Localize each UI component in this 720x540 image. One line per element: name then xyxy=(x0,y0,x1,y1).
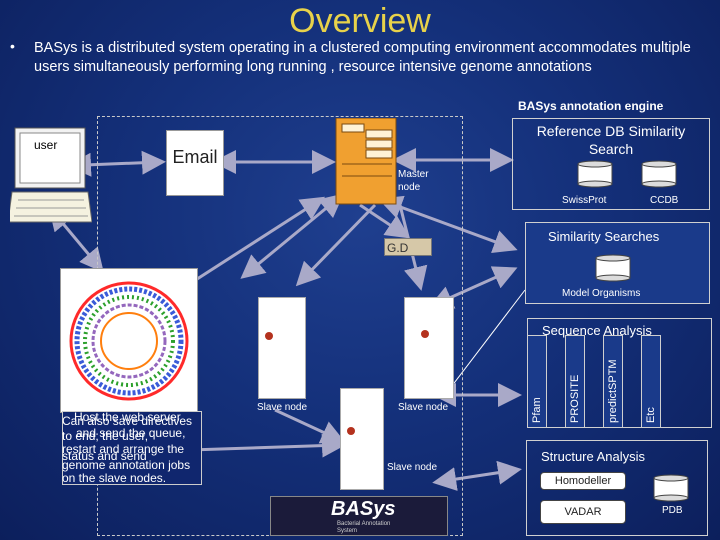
laptop-icon xyxy=(7,127,93,223)
structure-title: Structure Analysis xyxy=(541,449,646,464)
swissprot-db-icon xyxy=(577,160,613,188)
basys-logo: BASys Bacterial Annotation System xyxy=(270,496,448,536)
etc-label: Etc xyxy=(645,407,657,423)
logo-text: BASys xyxy=(331,498,396,520)
reference-title: Reference DB Similarity Search xyxy=(536,123,686,157)
user-computer xyxy=(7,126,93,223)
popup-note xyxy=(62,411,202,485)
etc-column: Etc xyxy=(641,335,661,428)
reference-db-panel xyxy=(512,118,710,210)
prosite-label: PROSITE xyxy=(569,374,581,423)
predictsptm-column: predictSPTM xyxy=(603,335,623,428)
slave-node-c-label: Slave node xyxy=(387,462,438,473)
ccdb-db-icon xyxy=(641,160,677,188)
popup-line-7: genome annotation jobs xyxy=(62,458,191,472)
pfam-column: Pfam xyxy=(527,335,547,428)
master-label: Master node xyxy=(398,169,429,193)
popup-line-8: on the slave nodes. xyxy=(62,471,167,485)
server-icon xyxy=(335,117,397,205)
slave-node-b-card xyxy=(404,297,454,399)
bullet-text: BASys is a distributed system operating … xyxy=(34,40,691,75)
node-indicator-icon xyxy=(265,332,273,340)
popup-line-1: Host the web server xyxy=(74,410,181,424)
vadar-box: VADAR xyxy=(540,500,626,524)
popup-line-2: Can also save directives xyxy=(62,414,193,428)
popup-line-6: status and send xyxy=(62,449,147,463)
pdb-label: PDB xyxy=(662,505,683,516)
swissprot-label: SwissProt xyxy=(562,195,607,206)
pdb-db-icon xyxy=(653,474,689,502)
slave-node-c-card xyxy=(340,388,384,490)
master-server xyxy=(332,117,408,206)
popup-line-3: and send the queue, xyxy=(76,426,186,440)
gd-label: G.D xyxy=(384,238,432,256)
predictsptm-label: predictSPTM xyxy=(607,359,619,423)
bullet-marker: • xyxy=(10,38,15,54)
circular-genome-icon xyxy=(69,281,189,401)
page-title: Overview xyxy=(289,2,431,40)
popup-line-5: restart and arrange the xyxy=(62,442,185,456)
model-organisms-label: Model Organisms xyxy=(562,288,641,299)
engine-title: BASys annotation engine xyxy=(518,99,664,113)
user-label: user xyxy=(34,138,58,152)
logo-subtitle: Bacterial Annotation System xyxy=(337,521,391,534)
slave-node-a-card xyxy=(258,297,306,399)
sequence-title: Sequence Analysis xyxy=(542,323,652,338)
email-label: Email xyxy=(172,147,218,167)
email-document: Email xyxy=(166,130,224,196)
structure-panel xyxy=(526,440,708,536)
prosite-column: PROSITE xyxy=(565,335,585,428)
node-indicator-icon xyxy=(421,330,429,338)
node-indicator-icon xyxy=(347,427,355,435)
slave-node-a-label: Slave node xyxy=(257,402,308,413)
popup-line-4: to end; the user, xyxy=(62,429,149,443)
slave-node-b-label: Slave node xyxy=(398,402,449,413)
ccdb-label: CCDB xyxy=(650,195,679,206)
pfam-label: Pfam xyxy=(531,397,543,423)
genome-map-image xyxy=(60,268,198,413)
homodeller-box: Homodeller xyxy=(540,472,626,490)
similarity-title: Similarity Searches xyxy=(548,229,660,244)
model-organisms-db-icon xyxy=(595,254,631,282)
